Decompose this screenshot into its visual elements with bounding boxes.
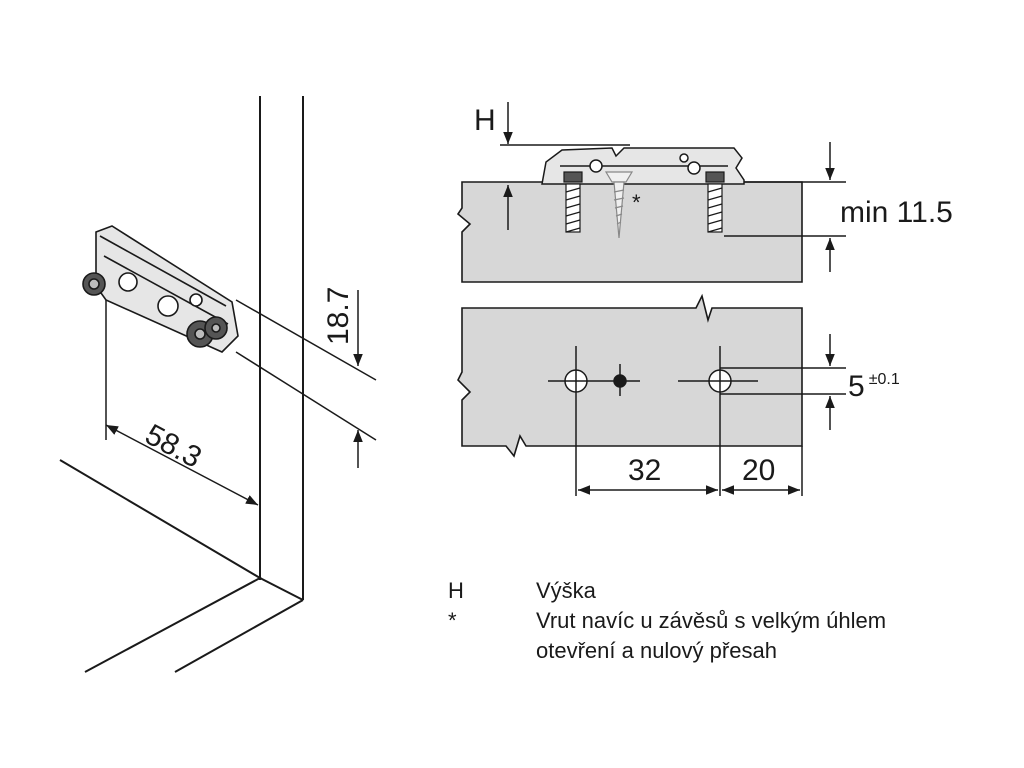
h-symbol: H bbox=[474, 104, 496, 137]
top-view bbox=[457, 293, 803, 458]
spacing-dimension bbox=[575, 420, 803, 496]
height-dimension-label: 18.7 bbox=[322, 287, 355, 345]
mounting-holes bbox=[548, 346, 758, 420]
offset-tolerance: ±0.1 bbox=[869, 371, 900, 388]
mounting-plate-side bbox=[541, 147, 745, 185]
legend-key: H bbox=[448, 578, 464, 603]
thickness-label: min 11.5 bbox=[840, 196, 953, 229]
depth-dimension-label: 58.3 bbox=[140, 418, 207, 475]
screw-right-side bbox=[705, 171, 725, 233]
screw-left-perspective bbox=[82, 272, 106, 296]
legend-row-extra-screw: * Vrut navíc u závěsů s velkým úhlem ote… bbox=[448, 606, 1008, 666]
offset-value: 5 bbox=[848, 370, 865, 403]
extra-screw-side bbox=[604, 171, 634, 239]
height-dimension bbox=[235, 290, 377, 468]
h-dimension bbox=[500, 102, 630, 230]
offset-dimension bbox=[720, 334, 846, 430]
legend-text-line1: Vrut navíc u závěsů s velkým úhlem bbox=[536, 608, 887, 633]
cabinet-perspective bbox=[59, 96, 304, 673]
legend-row-height: H Výška bbox=[448, 576, 1008, 606]
spacing-label: 32 bbox=[628, 454, 661, 487]
offset-label: 5±0.1 bbox=[848, 370, 900, 403]
legend-text: Vrut navíc u závěsů s velkým úhlem otevř… bbox=[536, 606, 1008, 666]
extra-screw-mark: * bbox=[632, 190, 641, 215]
depth-dimension bbox=[105, 300, 259, 506]
side-section-view: * bbox=[456, 147, 803, 283]
legend: H Výška * Vrut navíc u závěsů s velkým ú… bbox=[448, 576, 1008, 666]
screw-right-perspective bbox=[186, 316, 228, 348]
edge-distance-label: 20 bbox=[742, 454, 775, 487]
mounting-plate-perspective bbox=[82, 225, 239, 353]
legend-key: * bbox=[448, 608, 457, 633]
legend-text-line2: otevření a nulový přesah bbox=[536, 638, 777, 663]
thickness-dimension bbox=[724, 142, 846, 272]
legend-text: Výška bbox=[536, 578, 596, 603]
screw-left-side bbox=[563, 171, 583, 233]
